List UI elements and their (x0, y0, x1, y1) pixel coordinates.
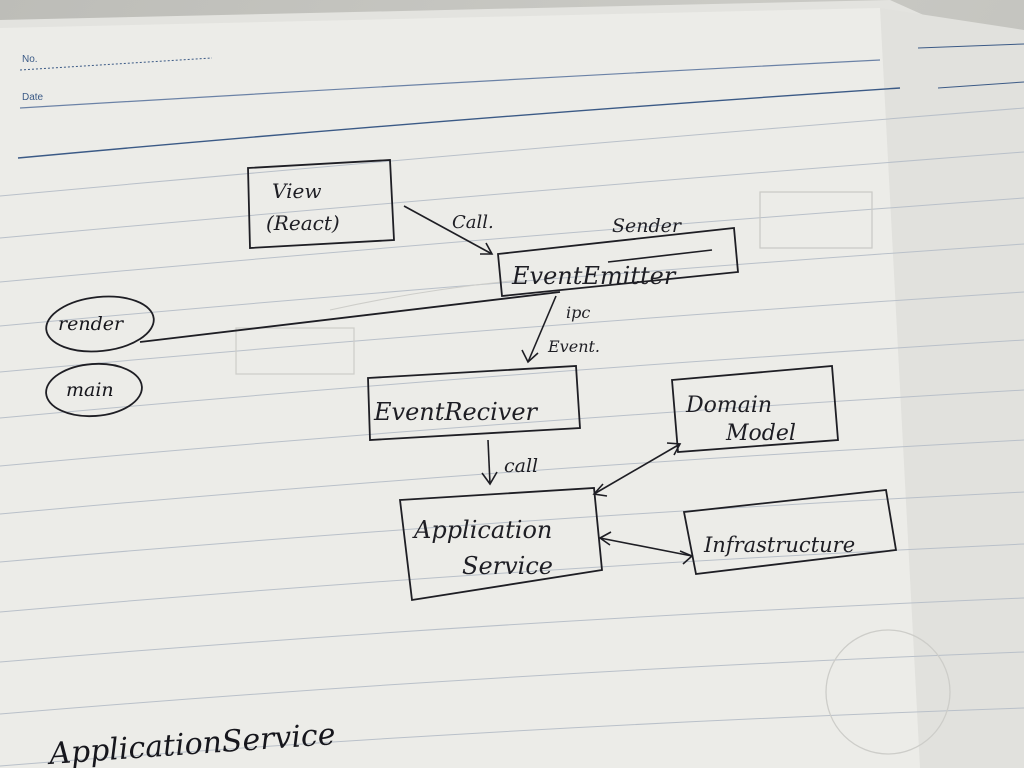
no-underline (19, 57, 213, 71)
ghost-show-through (235, 191, 951, 755)
call-arrow-2 (481, 439, 498, 486)
infrastructure-label: Infrastructure (703, 533, 855, 557)
application-label: Application (412, 516, 552, 544)
application-service-node: Application Service (398, 487, 603, 602)
right-page-rule-1 (917, 43, 1024, 49)
call-label-1: Call. (452, 212, 494, 233)
infrastructure-arrow (598, 531, 694, 565)
ruled-lines (0, 107, 1024, 767)
strikethrough-mark (607, 249, 713, 263)
process-separator (45, 291, 561, 418)
view-react-node: View (React) (247, 159, 395, 249)
date-label: Date (22, 92, 44, 103)
call-arrow-1 (403, 205, 494, 255)
date-underline (19, 59, 881, 109)
event-emitter-label: EventEmitter (511, 262, 677, 290)
react-label: (React) (266, 211, 340, 235)
ipc-event-label: Event. (547, 337, 600, 356)
render-label: render (58, 313, 125, 335)
main-label: main (66, 379, 114, 401)
right-page-rule-2 (937, 81, 1024, 89)
call-label-2: call (504, 455, 538, 477)
service-label: Service (462, 552, 553, 580)
ipc-arrow (521, 295, 557, 364)
domain-label: Domain (685, 393, 772, 418)
sender-label: Sender (612, 215, 683, 237)
event-receiver-label: EventReciver (373, 398, 539, 426)
no-label: No. (22, 54, 38, 65)
ipc-label: ipc (566, 303, 590, 322)
header-rule (17, 87, 901, 159)
domain-model-node: Domain Model (671, 365, 839, 453)
event-emitter-node: EventEmitter (497, 227, 739, 297)
view-label: View (272, 179, 321, 203)
paper-sheet (0, 8, 1024, 768)
domain-model-arrow (592, 442, 682, 497)
event-receiver-node: EventReciver (367, 365, 581, 441)
model-label: Model (725, 421, 796, 446)
page-edge-shadow (880, 8, 1024, 768)
infrastructure-node: Infrastructure (682, 489, 898, 575)
